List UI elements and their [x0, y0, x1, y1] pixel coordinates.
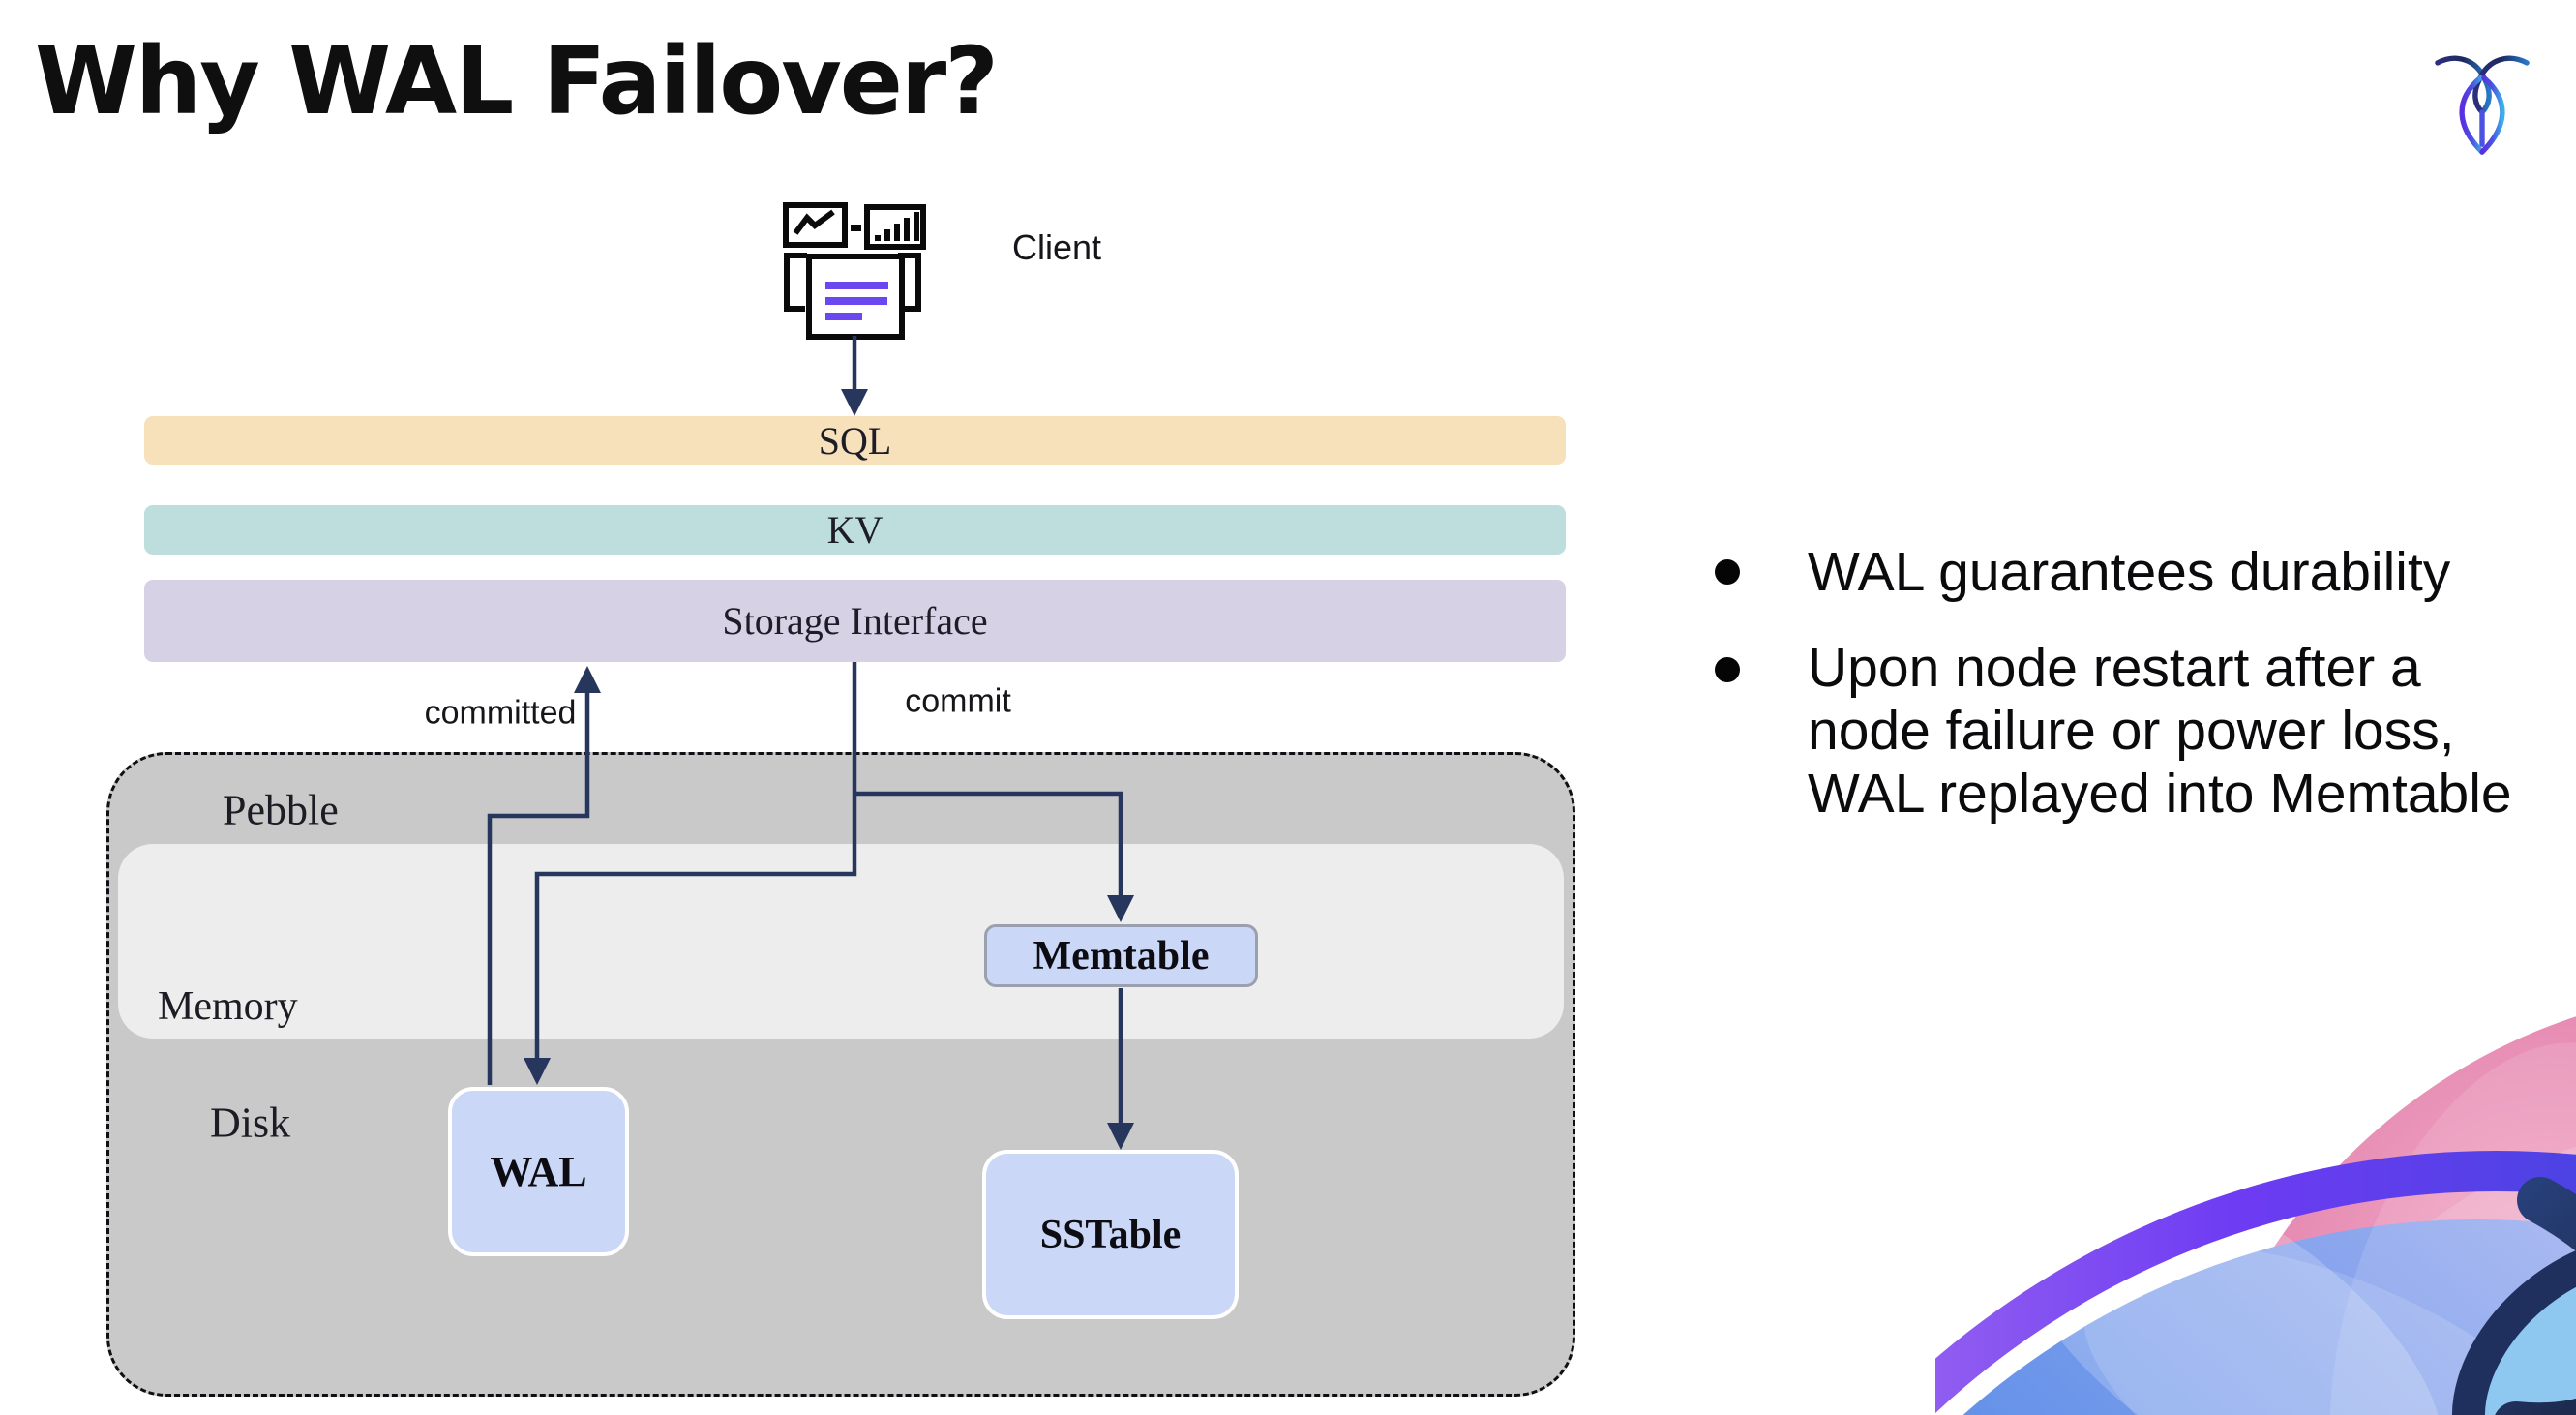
layer-label-sql: SQL — [818, 418, 892, 463]
edge-label-commit: commit — [905, 682, 1011, 720]
layer-label-kv: KV — [826, 508, 884, 552]
bullet-item-durability: WAL guarantees durability — [1808, 541, 2451, 603]
layer-label-storage-interface: Storage Interface — [722, 599, 988, 643]
sstable-box: SSTable — [982, 1150, 1239, 1319]
client-icon — [783, 202, 926, 340]
bracket-frame — [784, 253, 921, 312]
memtable-box: Memtable — [984, 924, 1258, 987]
bar-chart-monitor-icon — [864, 204, 926, 250]
pebble-label: Pebble — [223, 786, 339, 834]
document-icon — [806, 254, 905, 340]
bullet-dot — [1715, 559, 1740, 585]
brand-art-graphic — [1935, 1016, 2576, 1415]
wal-box: WAL — [448, 1087, 629, 1256]
disk-label: Disk — [210, 1099, 291, 1147]
memory-label: Memory — [158, 984, 298, 1029]
dash-connector — [851, 225, 861, 231]
edge-label-committed: committed — [424, 694, 577, 732]
layer-bar-kv: KV — [144, 505, 1566, 555]
slide-title: Why WAL Failover? — [35, 27, 999, 135]
memory-band — [118, 844, 1564, 1039]
arrow-client-to-sql — [841, 336, 868, 416]
chart-monitor-icon — [783, 202, 848, 248]
cockroachdb-logo-icon — [2435, 55, 2530, 155]
layer-bar-storage-interface: Storage Interface — [144, 580, 1566, 662]
bullet-item-replay: Upon node restart after a node failure o… — [1808, 637, 2512, 825]
bullet-dot — [1715, 657, 1740, 682]
wal-label: WAL — [490, 1148, 587, 1195]
sstable-label: SSTable — [1039, 1212, 1182, 1257]
layer-bar-sql: SQL — [144, 416, 1566, 465]
memtable-label: Memtable — [1033, 933, 1210, 978]
client-label: Client — [1011, 227, 1102, 267]
